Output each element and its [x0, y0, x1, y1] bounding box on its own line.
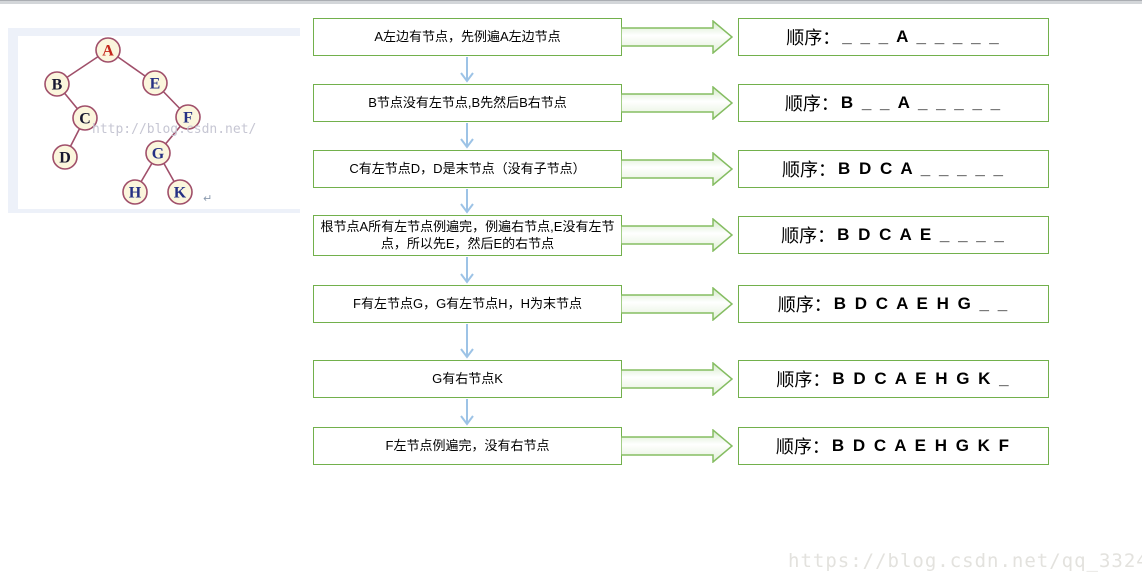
result-box-1: 顺序：_ _ _ A _ _ _ _ _ [738, 18, 1049, 56]
tree-node-F [175, 104, 201, 130]
order-sequence: B D C A E H G _ _ [833, 294, 1010, 313]
tree-node-label-A: A [102, 43, 114, 60]
tree-image-background [18, 36, 300, 209]
tree-node-C [72, 105, 98, 131]
tree-node-label-H: H [129, 185, 142, 202]
order-sequence: B D C A E _ _ _ _ [837, 225, 1006, 244]
order-label: 顺序： [784, 94, 839, 114]
order-label: 顺序： [775, 437, 830, 457]
step-box-1: A左边有节点，先例遍A左边节点 [313, 18, 622, 56]
step-text: A左边有节点，先例遍A左边节点 [374, 28, 561, 44]
result-box-5: 顺序：B D C A E H G _ _ [738, 285, 1049, 323]
order-label: 顺序： [777, 295, 832, 315]
right-block-arrow-icon [621, 429, 733, 463]
tree-node-label-C: C [79, 111, 91, 128]
order-label: 顺序： [782, 160, 837, 180]
step-text: G有右节点K [432, 370, 503, 386]
tree-node-A [95, 37, 121, 63]
result-box-4: 顺序：B D C A E _ _ _ _ [738, 216, 1049, 254]
step-text: B节点没有左节点,B先然后B右节点 [368, 94, 567, 110]
binary-tree-diagram: A B E C F D G H K [44, 37, 201, 205]
tree-node-label-K: K [174, 185, 187, 202]
down-arrow-icon [460, 57, 474, 83]
order-label: 顺序： [786, 28, 841, 48]
right-block-arrow-icon [621, 218, 733, 252]
right-block-arrow-icon [621, 287, 733, 321]
result-box-7: 顺序：B D C A E H G K F [738, 427, 1049, 465]
tree-watermark-text: http://blog.csdn.net/ [92, 122, 257, 137]
right-block-arrow-icon [621, 152, 733, 186]
binary-tree-image-panel: A B E C F D G H K http://blog.csdn.net/ ↵ [8, 28, 300, 213]
step-text: F有左节点G，G有左节点H，H为末节点 [353, 295, 582, 311]
right-block-arrow-icon [621, 362, 733, 396]
step-box-5: F有左节点G，G有左节点H，H为末节点 [313, 285, 622, 323]
step-box-4: 根节点A所有左节点例遍完，例遍右节点,E没有左节点，所以先E，然后E的右节点 [313, 215, 622, 256]
order-sequence: B D C A _ _ _ _ _ [838, 159, 1005, 178]
step-text: C有左节点D，D是末节点（没有子节点） [349, 160, 586, 176]
step-box-3: C有左节点D，D是末节点（没有子节点） [313, 150, 622, 188]
result-box-3: 顺序：B D C A _ _ _ _ _ [738, 150, 1049, 188]
page-watermark-url: https://blog.csdn.net/qq_33243189 [788, 550, 1142, 572]
tree-node-label-F: F [183, 110, 193, 127]
down-arrow-icon [460, 189, 474, 214]
down-arrow-icon [460, 399, 474, 426]
step-text: 根节点A所有左节点例遍完，例遍右节点,E没有左节点，所以先E，然后E的右节点 [320, 218, 615, 251]
order-sequence: _ _ _ A _ _ _ _ _ [842, 27, 1001, 46]
order-label: 顺序： [781, 226, 836, 246]
result-box-6: 顺序：B D C A E H G K _ [738, 360, 1049, 398]
return-symbol: ↵ [203, 193, 213, 205]
tree-node-label-D: D [59, 150, 71, 167]
step-box-6: G有右节点K [313, 360, 622, 398]
tree-node-G [145, 140, 171, 166]
tree-node-B [44, 71, 70, 97]
order-sequence: B D C A E H G K _ [832, 369, 1011, 388]
tree-node-label-G: G [152, 146, 165, 163]
right-block-arrow-icon [621, 86, 733, 120]
step-box-7: F左节点例遍完，没有右节点 [313, 427, 622, 465]
top-divider-bar [0, 0, 1142, 4]
right-block-arrow-icon [621, 20, 733, 54]
down-arrow-icon [460, 324, 474, 359]
step-text: F左节点例遍完，没有右节点 [385, 437, 550, 453]
order-sequence: B _ _ A _ _ _ _ _ [840, 93, 1003, 112]
result-box-2: 顺序：B _ _ A _ _ _ _ _ [738, 84, 1049, 122]
tree-node-label-E: E [150, 76, 161, 93]
tree-node-D [52, 144, 78, 170]
down-arrow-icon [460, 123, 474, 149]
tree-node-label-B: B [52, 77, 63, 94]
order-label: 顺序： [776, 370, 831, 390]
tree-node-H [122, 179, 148, 205]
order-sequence: B D C A E H G K F [831, 436, 1012, 455]
tree-node-E [142, 70, 168, 96]
down-arrow-icon [460, 257, 474, 284]
step-box-2: B节点没有左节点,B先然后B右节点 [313, 84, 622, 122]
tree-node-K [167, 179, 193, 205]
